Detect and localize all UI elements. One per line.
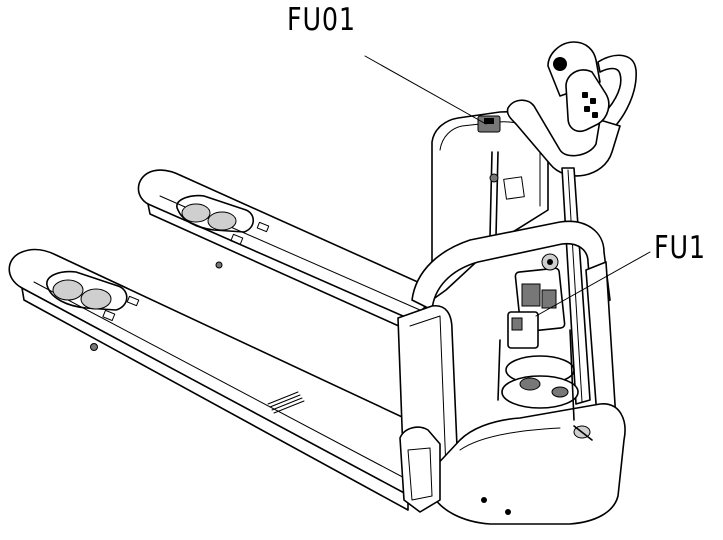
controller-block <box>521 283 541 307</box>
rear-fork <box>137 169 441 333</box>
tiller-button-icon <box>584 106 590 112</box>
front-fork-roller <box>52 279 84 301</box>
callout-label-fu01: FU01 <box>287 2 356 38</box>
drive-motor-assembly <box>497 253 593 441</box>
rear-fork-roller-window <box>176 194 255 233</box>
leader-line-fu1 <box>535 251 651 317</box>
tiller-button-icon <box>590 98 596 104</box>
tiller-button-icon <box>592 112 598 118</box>
rear-fork-roller <box>181 203 211 223</box>
front-fork-roller <box>80 288 112 310</box>
tiller-button-icon <box>582 92 588 98</box>
fuse-fu1-holder <box>511 317 523 331</box>
tiller-knob <box>553 57 567 71</box>
battery-cable <box>489 151 493 237</box>
callout-label-fu1: FU1 <box>654 230 706 266</box>
leader-line-fu01 <box>364 55 487 125</box>
fork-grip-strip <box>267 391 305 414</box>
front-fork-roller-window <box>46 270 128 311</box>
backrest-label-plate <box>503 176 525 200</box>
rear-fork-roller <box>207 211 237 231</box>
